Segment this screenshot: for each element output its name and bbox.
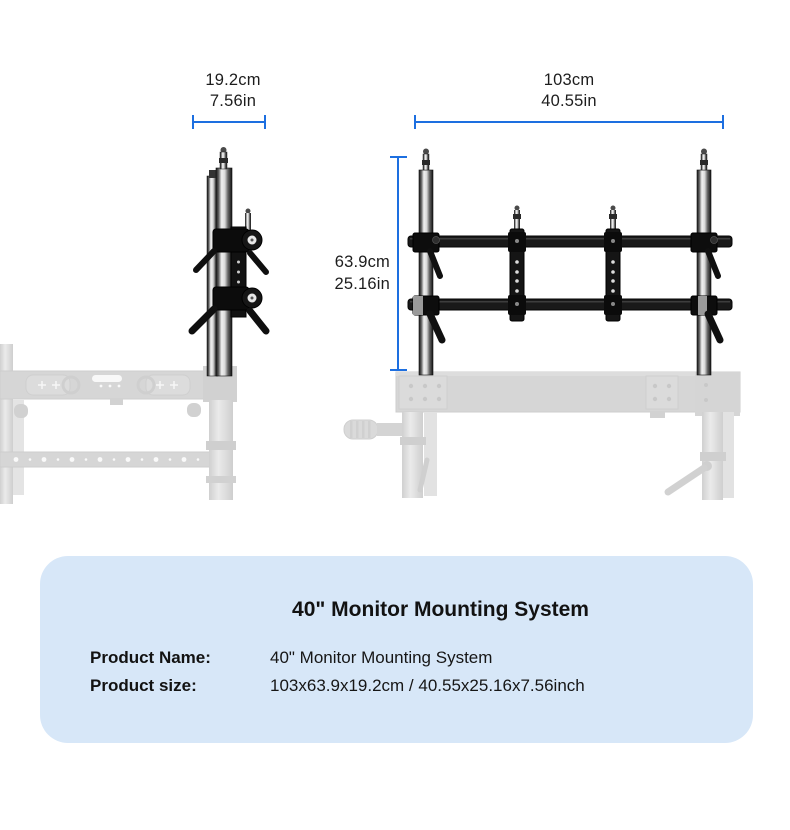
cart-right-ghost [343,371,741,500]
product-size-label: Product size: [90,675,197,695]
product-diagram-area: 19.2cm 7.56in 103cm 40.55in 63.9cm 25.16… [0,70,741,504]
product-spec-rows: Product Name: 40" Monitor Mounting Syste… [90,644,733,699]
spigot-side-clamp [245,208,251,230]
height-dimension-label: 63.9cm 25.16in [296,251,390,295]
dimension-lines [192,115,724,371]
side-width-cm: 19.2cm [205,71,261,89]
monitor-bracket-rail-1 [508,205,526,322]
product-size-row: Product size: 103x63.9x19.2cm / 40.55x25… [90,672,733,700]
spigot-side-pole [219,147,228,170]
side-width-dimension-line [192,115,266,129]
pole-clamps-right [690,232,724,344]
product-size-value: 103x63.9x19.2cm / 40.55x25.16x7.56inch [270,675,585,695]
front-width-dimension-line [414,115,724,129]
pole-clamps-left [412,232,446,344]
cart-left-ghost [0,344,237,504]
product-diagram-svg [0,115,741,504]
side-width-in: 7.56in [209,92,257,110]
spigot-right-pole [700,148,708,171]
product-info-panel: 40" Monitor Mounting System Product Name… [40,556,753,743]
front-width-dimension-label: 103cm 40.55in [489,70,649,112]
front-width-in: 40.55in [541,92,597,110]
side-width-dimension-label: 19.2cm 7.56in [163,70,303,112]
product-name-label: Product Name: [90,648,211,667]
height-dimension-line [390,156,407,371]
monitor-bracket-rail-2 [604,205,622,322]
product-name-row: Product Name: 40" Monitor Mounting Syste… [90,644,733,672]
side-clamp-top [193,228,269,275]
product-name-value: 40" Monitor Mounting System [270,648,493,667]
front-view-product [407,148,733,376]
side-view-product [188,147,270,377]
front-width-cm: 103cm [543,71,595,89]
product-title: 40" Monitor Mounting System [292,598,589,621]
spigot-left-pole [422,148,430,171]
height-in: 25.16in [334,275,390,293]
height-cm: 63.9cm [334,253,390,271]
side-clamp-bottom [188,286,270,335]
